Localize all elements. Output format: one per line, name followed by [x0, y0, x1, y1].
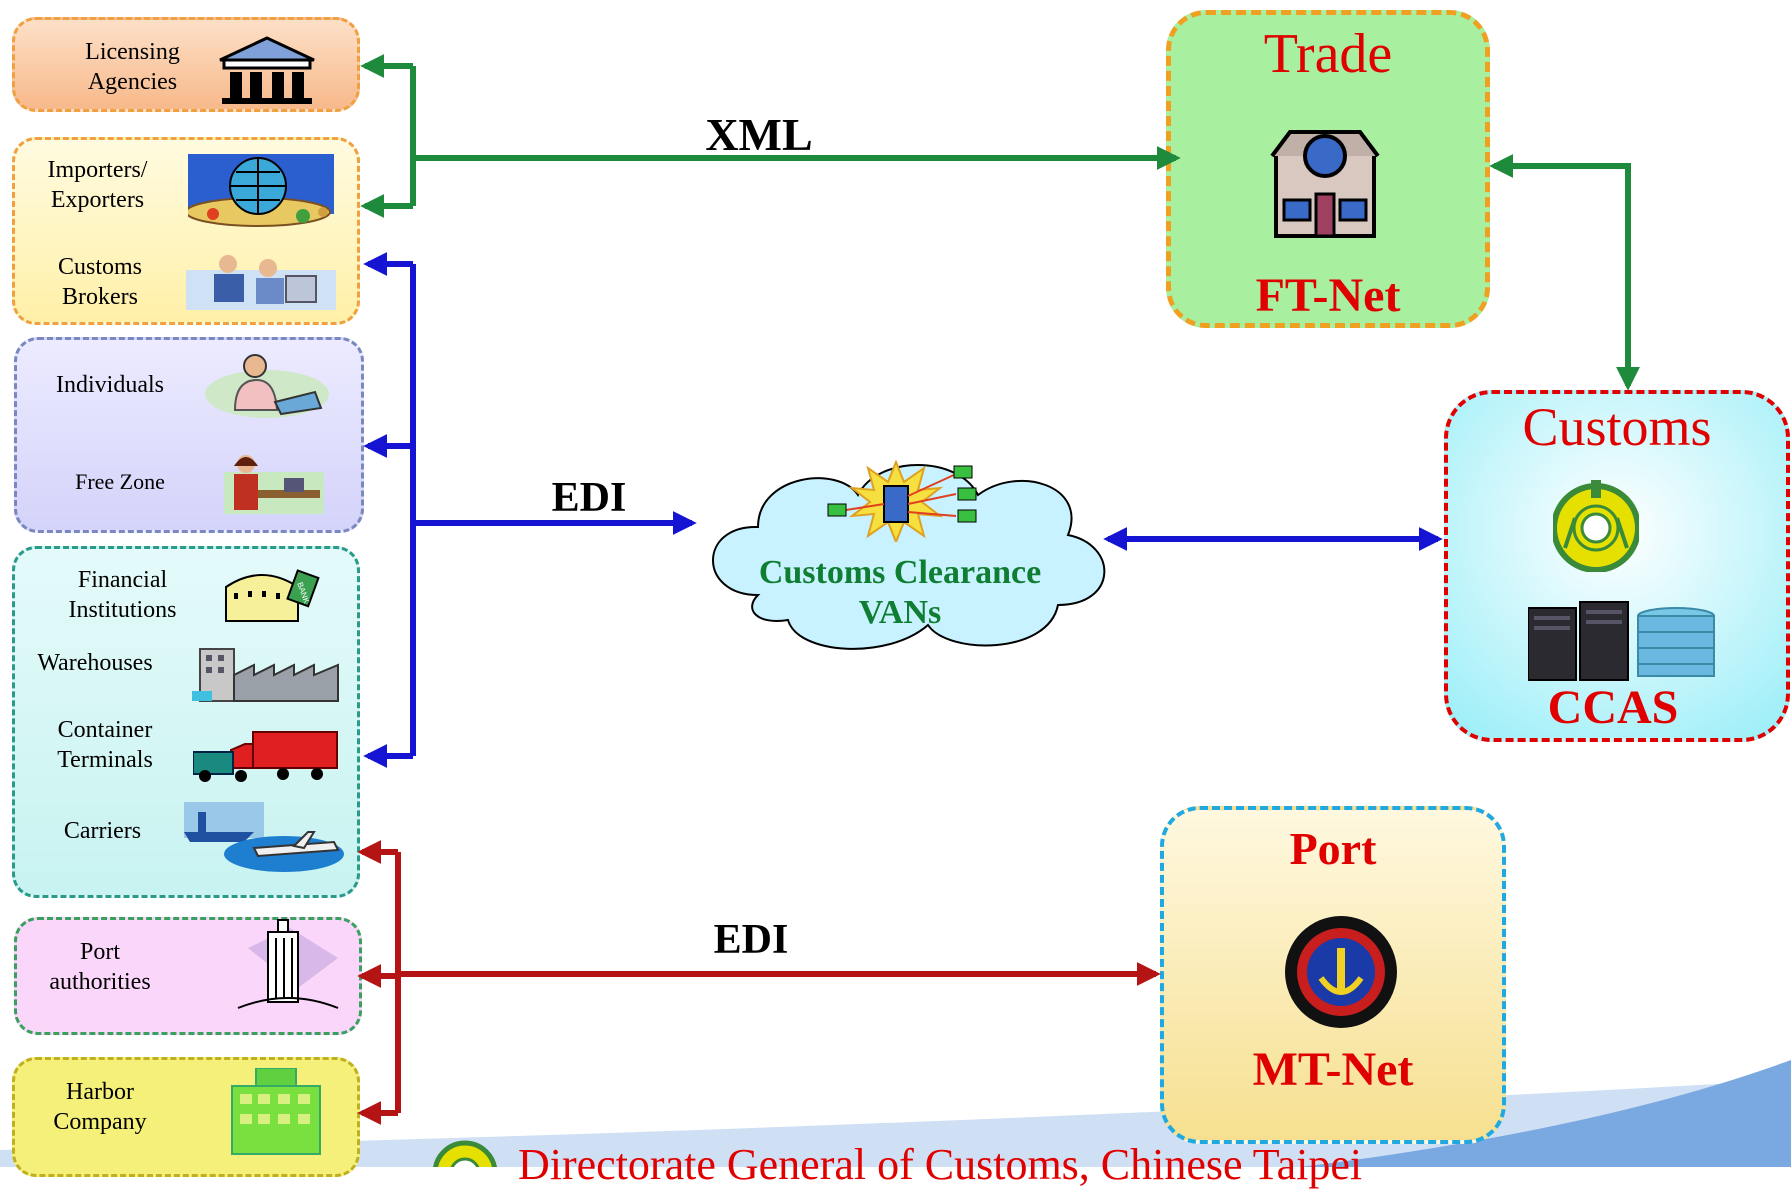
edi-link-bottom [357, 840, 1161, 1125]
footer-text: Directorate General of Customs, Chinese … [518, 1140, 1363, 1189]
bank-vault-icon: BANK [225, 569, 320, 622]
trade-title: Trade [1263, 23, 1393, 85]
van-line2: VANs [858, 594, 942, 631]
port-title: Port [1289, 823, 1377, 874]
label-harbor: Harbor Company [53, 1079, 147, 1135]
bank-icon [219, 36, 315, 104]
van-cloud [712, 464, 1106, 650]
customs-emblem-icon [1553, 480, 1639, 572]
label-container: Container Terminals [57, 717, 153, 773]
xml-label: XML [705, 109, 813, 160]
brokers-icon [186, 255, 336, 310]
port-emblem-icon [1285, 916, 1397, 1028]
label-financial: Financial Institutions [68, 567, 177, 623]
port-name: MT-Net [1252, 1043, 1414, 1096]
label-warehouses: Warehouses [37, 650, 153, 676]
worker-icon [224, 455, 324, 514]
computer-network-icon [827, 460, 977, 542]
label-importers: Importers/ Exporters [47, 157, 148, 213]
footer-logo-icon [433, 1140, 497, 1167]
label-licensing: Licensing Agencies [85, 39, 180, 95]
edi-label-top: EDI [551, 475, 627, 521]
label-free-zone: Free Zone [75, 469, 165, 494]
customs-title: Customs [1522, 397, 1712, 457]
edi-label-bottom: EDI [713, 917, 789, 963]
edi-link-top [363, 252, 697, 768]
person-laptop-icon [205, 354, 329, 418]
trucks-icon [193, 731, 338, 782]
xml-link [360, 54, 1181, 218]
warehouse-icon [192, 648, 339, 702]
building-icon [231, 1068, 321, 1155]
customs-name: CCAS [1547, 681, 1679, 734]
servers-icon [1528, 601, 1715, 681]
label-port-authorities: Port authorities [49, 939, 151, 995]
trade-name: FT-Net [1255, 269, 1401, 322]
van-line1: Customs Clearance [758, 554, 1042, 591]
tower-icon [237, 919, 339, 1009]
label-brokers: Customs Brokers [57, 254, 143, 310]
trade-customs-link [1489, 154, 1640, 391]
globe-icon [188, 154, 334, 227]
label-individuals: Individuals [56, 372, 164, 398]
label-carriers: Carriers [63, 818, 142, 844]
ship-plane-icon [184, 802, 344, 872]
trade-building-icon [1270, 130, 1380, 238]
